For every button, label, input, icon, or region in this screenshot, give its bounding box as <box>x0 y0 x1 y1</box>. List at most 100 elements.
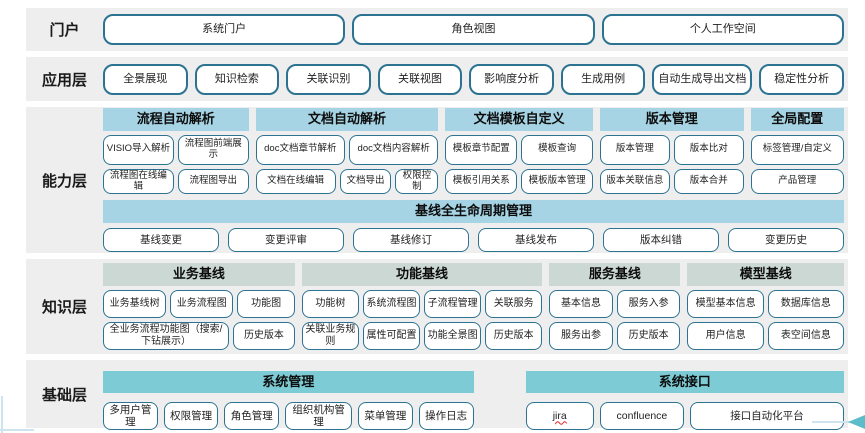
capability-group-version-mgmt: 版本管理 版本管理 版本比对 版本关联信息 版本合并 <box>600 108 744 195</box>
layer-label-knowledge: 知识层 <box>41 299 87 316</box>
bottom-right-arrow-line <box>812 421 852 423</box>
group-header: 全局配置 <box>750 108 844 131</box>
knowledge-item: 基本信息 <box>549 289 613 318</box>
capability-item: 流程图在线编辑 <box>103 168 174 195</box>
layer-label-portal: 门户 <box>49 22 80 39</box>
group-header: 模型基线 <box>687 263 844 286</box>
group-header: 系统管理 <box>103 371 474 394</box>
knowledge-item: 数据库信息 <box>767 289 845 318</box>
app-box: 关联视图 <box>377 63 463 95</box>
knowledge-item: 历史版本 <box>233 321 295 350</box>
portal-box-system-portal: 系统门户 <box>103 14 346 45</box>
knowledge-item: 子流程管理 <box>424 289 482 318</box>
layer-label-application: 应用层 <box>41 71 87 89</box>
capability-item: 模板版本管理 <box>521 168 593 195</box>
knowledge-item: 关联服务 <box>485 289 543 318</box>
knowledge-item: 全业务流程功能图（搜索/下钻展示） <box>103 321 230 350</box>
app-box: 关联识别 <box>286 63 371 95</box>
knowledge-item: 功能树 <box>301 289 359 318</box>
group-header: 文档自动解析 <box>255 108 439 131</box>
foundation-item: 权限管理 <box>163 402 219 431</box>
capability-item: 版本关联信息 <box>600 168 670 195</box>
knowledge-item: 服务入参 <box>616 289 681 318</box>
knowledge-item: 属性可配置 <box>362 321 421 350</box>
app-box: 稳定性分析 <box>759 63 844 95</box>
group-header: 文档模板自定义 <box>445 108 593 131</box>
capability-item: 文档导出 <box>339 168 392 195</box>
knowledge-item: 业务基线树 <box>103 289 167 318</box>
corner-cut-decoration <box>0 0 34 34</box>
knowledge-item: 业务流程图 <box>170 289 234 318</box>
knowledge-group-business-baseline: 业务基线 业务基线树 业务流程图 功能图 全业务流程功能图（搜索/下钻展示） 历… <box>103 263 295 350</box>
layer-label-foundation: 基础层 <box>41 386 87 404</box>
baseline-item: 变更历史 <box>728 227 844 252</box>
baseline-item: 基线修订 <box>353 227 469 252</box>
app-box: 知识检索 <box>194 63 280 95</box>
foundation-item: 多用户管理 <box>103 402 158 431</box>
capability-item: 流程图导出 <box>177 168 249 195</box>
knowledge-group-service-baseline: 服务基线 基本信息 服务入参 服务出参 历史版本 <box>549 263 681 350</box>
capability-item: 模板查询 <box>521 134 593 165</box>
layer-foundation: 基础层 系统管理 多用户管理 权限管理 角色管理 组织机构管理 菜单管理 操作日… <box>26 360 848 431</box>
capability-item: 模板章节配置 <box>445 134 518 165</box>
group-header: 流程自动解析 <box>103 108 249 131</box>
knowledge-item: 系统流程图 <box>362 289 421 318</box>
knowledge-group-function-baseline: 功能基线 功能树 系统流程图 子流程管理 关联服务 关联业务规则 属性可配置 功… <box>301 263 543 350</box>
group-header: 功能基线 <box>301 263 543 286</box>
knowledge-group-model-baseline: 模型基线 模型基本信息 数据库信息 用户信息 表空间信息 <box>687 263 845 350</box>
app-box: 全景展现 <box>103 63 188 95</box>
capability-group-global-config: 全局配置 标签管理/自定义 产品管理 <box>750 108 844 195</box>
capability-item: 版本管理 <box>600 134 670 165</box>
app-box: 自动生成导出文档 <box>652 63 753 95</box>
group-header: 版本管理 <box>600 108 744 131</box>
foundation-item: 角色管理 <box>224 402 280 431</box>
left-edge-line <box>1 396 3 433</box>
foundation-item: 组织机构管理 <box>285 402 353 431</box>
capability-item: 标签管理/自定义 <box>750 134 844 165</box>
layer-application: 应用层 全景展现 知识检索 关联识别 关联视图 影响度分析 生成用例 自动生成导… <box>26 57 848 101</box>
knowledge-item: 功能全景图 <box>424 321 482 350</box>
foundation-item: 菜单管理 <box>358 402 413 431</box>
capability-group-process-parsing: 流程自动解析 VISIO导入解析 流程图前端展示 流程图在线编辑 流程图导出 <box>103 108 249 195</box>
interface-item-confluence: confluence <box>599 402 684 431</box>
knowledge-item: 功能图 <box>237 289 295 318</box>
capability-group-template-custom: 文档模板自定义 模板章节配置 模板查询 模板引用关系 模板版本管理 <box>445 108 593 195</box>
knowledge-item: 用户信息 <box>687 321 764 350</box>
layer-label-capability: 能力层 <box>41 172 87 190</box>
capability-item: 模板引用关系 <box>445 168 518 195</box>
group-header: 系统接口 <box>525 371 844 394</box>
knowledge-item: 模型基本信息 <box>687 289 764 318</box>
capability-item: 权限控制 <box>395 168 439 195</box>
group-header: 服务基线 <box>549 263 681 286</box>
app-box: 生成用例 <box>560 63 646 95</box>
layer-knowledge: 知识层 业务基线 业务基线树 业务流程图 功能图 全业务流程功能图（搜索/下钻展… <box>26 259 848 354</box>
portal-box-role-view: 角色视图 <box>352 14 595 45</box>
foundation-group-system-interface: 系统接口 jira confluence 接口自动化平台 <box>525 371 844 431</box>
foundation-group-system-mgmt: 系统管理 多用户管理 权限管理 角色管理 组织机构管理 菜单管理 操作日志 <box>103 371 474 431</box>
foundation-item: 操作日志 <box>418 402 474 431</box>
knowledge-item: 历史版本 <box>616 321 681 350</box>
baseline-lifecycle-header: 基线全生命周期管理 <box>103 200 844 223</box>
left-arrow-icon <box>848 415 865 429</box>
bottom-edge-line <box>0 429 34 431</box>
baseline-item: 基线发布 <box>478 227 594 252</box>
capability-item: 产品管理 <box>750 168 844 195</box>
capability-item: 版本比对 <box>673 134 744 165</box>
capability-item: doc文档内容解析 <box>349 134 439 165</box>
interface-item-jira: jira <box>525 402 594 431</box>
capability-item: VISIO导入解析 <box>103 134 174 165</box>
capability-item: 版本合并 <box>673 168 744 195</box>
capability-item: doc文档章节解析 <box>255 134 345 165</box>
knowledge-item: 关联业务规则 <box>301 321 359 350</box>
baseline-item: 版本纠错 <box>603 227 719 252</box>
app-box: 影响度分析 <box>469 63 554 95</box>
knowledge-item: 表空间信息 <box>767 321 845 350</box>
baseline-item: 基线变更 <box>103 227 219 252</box>
capability-item: 文档在线编辑 <box>255 168 336 195</box>
layer-portal: 门户 系统门户 角色视图 个人工作空间 <box>26 8 848 51</box>
knowledge-item: 服务出参 <box>549 321 613 350</box>
capability-item: 流程图前端展示 <box>177 134 249 165</box>
layer-capability: 能力层 流程自动解析 VISIO导入解析 流程图前端展示 流程图在线编辑 流程图… <box>26 107 848 253</box>
capability-group-doc-parsing: 文档自动解析 doc文档章节解析 doc文档内容解析 文档在线编辑 文档导出 权… <box>255 108 439 195</box>
